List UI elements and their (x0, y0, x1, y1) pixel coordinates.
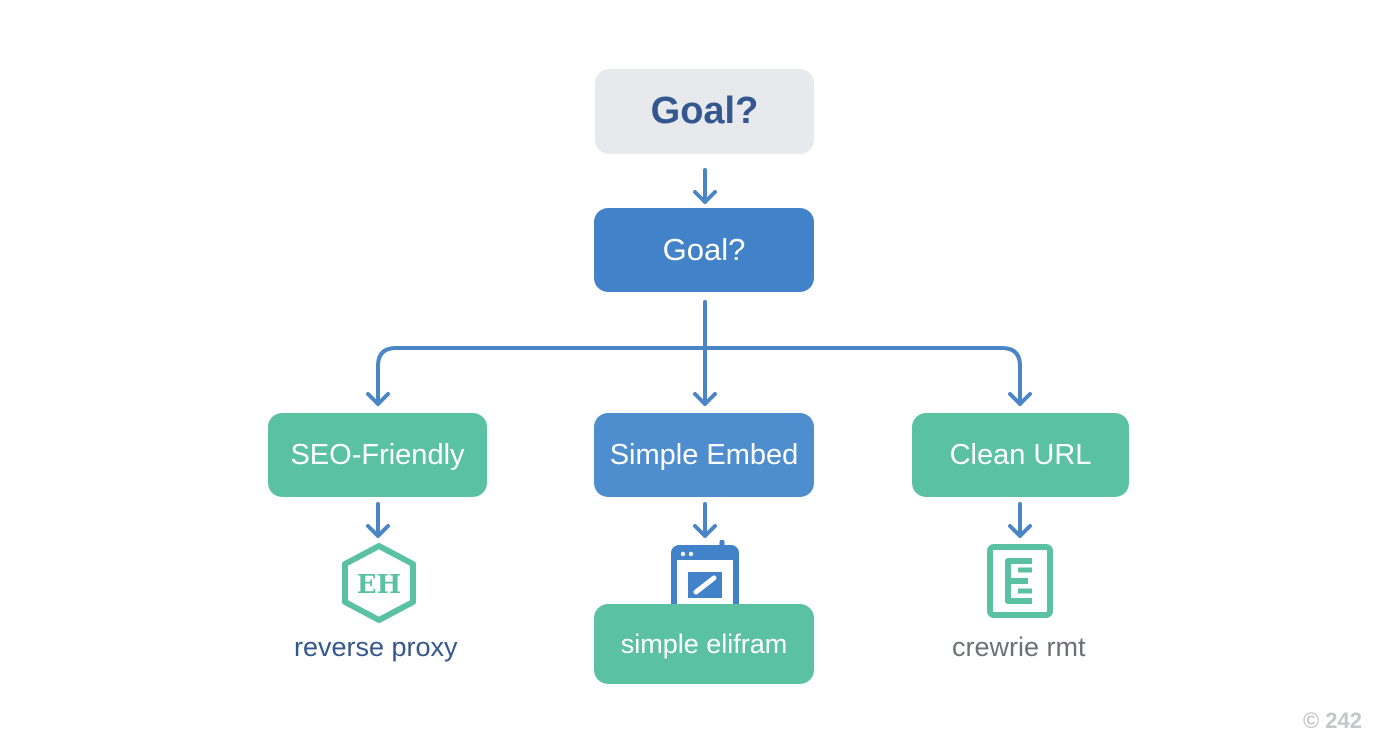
simple-embed-label: Simple Embed (609, 438, 799, 471)
arrow-seo-to-proxy (366, 502, 390, 538)
simple-iframe-label: simple elifram (620, 628, 788, 659)
clean-url-node: Clean URL (912, 413, 1129, 497)
clean-url-label: Clean URL (949, 438, 1092, 471)
reverse-proxy-caption: reverse proxy (294, 632, 458, 662)
seo-friendly-node: SEO-Friendly (268, 413, 487, 497)
arrowhead-seo (366, 392, 390, 406)
root-goal-label: Goal? (650, 90, 759, 132)
browser-window-icon (671, 540, 739, 613)
arrow-root-to-goal (693, 168, 717, 204)
goal-label: Goal? (662, 232, 746, 267)
eh-icon-text: EH (357, 570, 401, 600)
goal-node: Goal? (594, 208, 814, 292)
rewrite-document-icon (987, 544, 1053, 618)
hexagon-eh-icon: EH (342, 543, 416, 623)
arrow-clean-to-rewrite (1008, 502, 1032, 538)
branch-bus (376, 346, 1022, 406)
arrowhead-clean (1008, 392, 1032, 406)
seo-friendly-label: SEO-Friendly (290, 438, 465, 471)
arrow-simple-to-embed (693, 502, 717, 538)
simple-embed-node: Simple Embed (594, 413, 814, 497)
rewrite-caption: crewrie rmt (952, 632, 1086, 662)
arrowhead-simple (693, 392, 717, 406)
simple-iframe-node: simple elifram (594, 604, 814, 684)
root-goal-node: Goal? (595, 69, 814, 154)
watermark: © 242 (1302, 708, 1362, 733)
